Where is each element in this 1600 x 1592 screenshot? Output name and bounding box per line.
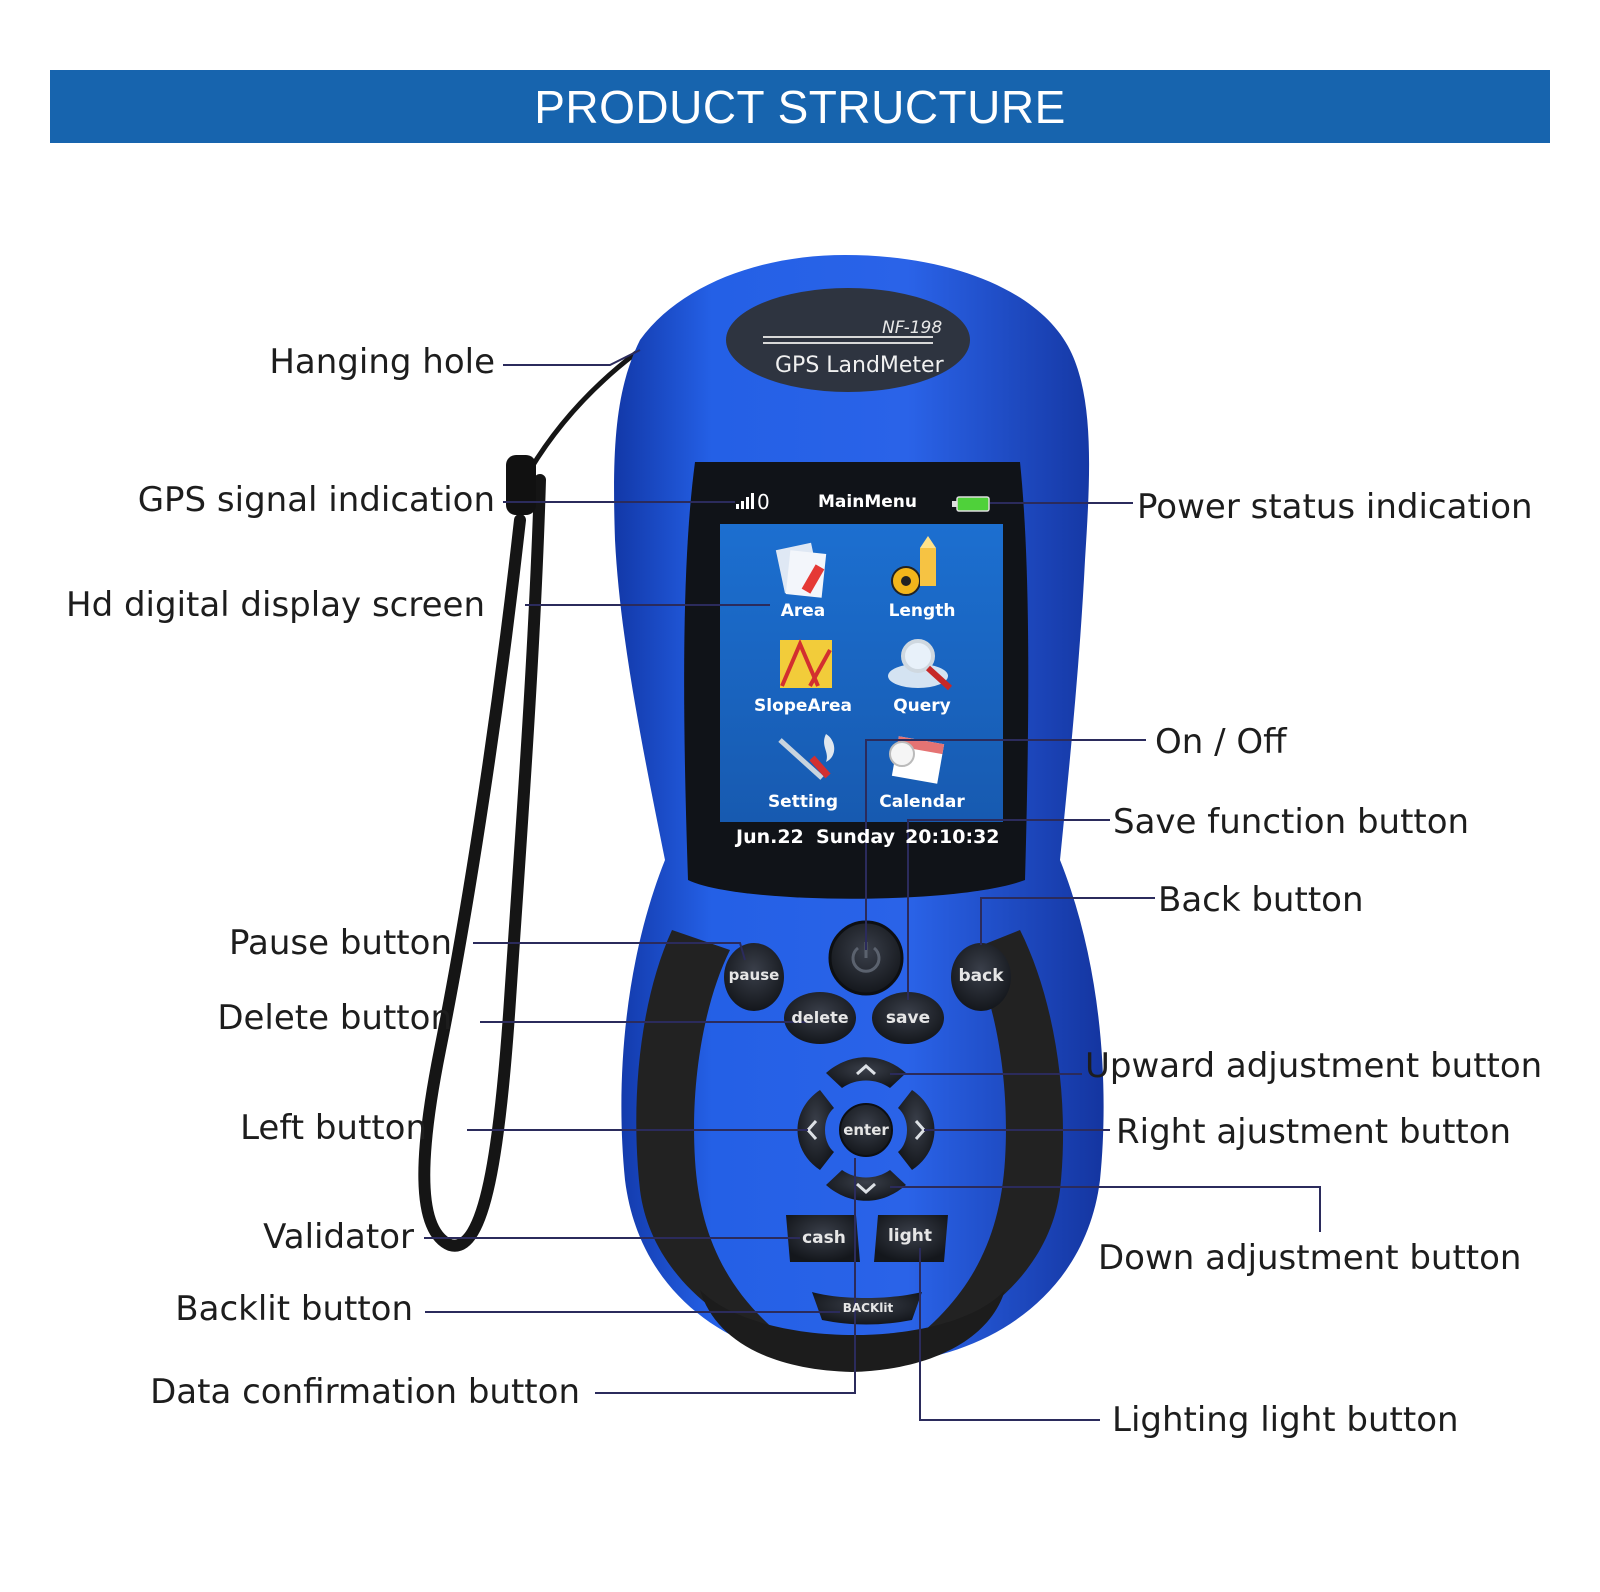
display-screen bbox=[720, 524, 1003, 822]
label-pause-button: Pause button bbox=[229, 923, 452, 963]
battery-icon bbox=[952, 496, 990, 512]
query-icon bbox=[888, 639, 953, 691]
right-button-shape bbox=[898, 1090, 935, 1170]
setting-icon bbox=[778, 734, 835, 780]
lanyard-clip bbox=[506, 455, 536, 515]
enter-button[interactable]: enter bbox=[843, 1121, 889, 1139]
back-button-shape bbox=[951, 943, 1011, 1011]
header-banner: PRODUCT STRUCTURE bbox=[50, 70, 1550, 143]
page-title: PRODUCT STRUCTURE bbox=[534, 80, 1066, 133]
pause-button[interactable]: pause bbox=[728, 966, 780, 984]
pause-button-shape bbox=[724, 943, 784, 1011]
save-button[interactable]: save bbox=[885, 1008, 931, 1028]
label-back-button: Back button bbox=[1158, 880, 1364, 920]
leader-back bbox=[980, 897, 1155, 945]
leader-down bbox=[890, 1186, 1321, 1232]
up-button-shape bbox=[826, 1057, 906, 1088]
label-right: Right ajustment button bbox=[1116, 1112, 1512, 1152]
label-down: Down adjustment button bbox=[1098, 1238, 1522, 1278]
leader-pause bbox=[473, 942, 746, 961]
menu-item-calendar[interactable]: Calendar bbox=[879, 792, 965, 812]
screen-day: Sunday bbox=[816, 826, 895, 848]
leader-lighting bbox=[919, 1248, 1100, 1421]
menu-item-slope-area[interactable]: SlopeArea bbox=[754, 696, 852, 716]
bottom-grip bbox=[700, 1290, 1005, 1372]
label-save-function: Save function button bbox=[1113, 802, 1470, 842]
backlit-button-shape bbox=[812, 1292, 922, 1325]
menu-item-length[interactable]: Length bbox=[888, 601, 956, 621]
menu-item-query[interactable]: Query bbox=[893, 696, 951, 716]
logo-plate bbox=[726, 288, 970, 392]
screen-date: Jun.22 bbox=[736, 826, 804, 848]
model-number: NF-198 bbox=[882, 318, 943, 338]
label-backlit-button: Backlit button bbox=[175, 1289, 413, 1329]
light-button[interactable]: light bbox=[887, 1226, 933, 1246]
area-icon bbox=[775, 542, 827, 598]
leader-hanging-hole bbox=[503, 349, 641, 366]
slope-area-icon bbox=[780, 638, 832, 688]
label-delete-button: Delete button bbox=[217, 998, 452, 1038]
leader-save bbox=[907, 819, 1110, 1000]
label-left-button: Left button bbox=[240, 1108, 427, 1148]
backlit-button[interactable]: BACKlit bbox=[842, 1301, 894, 1315]
down-button-shape bbox=[826, 1170, 906, 1201]
save-button-shape bbox=[872, 992, 944, 1044]
left-button-shape bbox=[797, 1090, 834, 1170]
light-button-shape bbox=[874, 1215, 948, 1262]
back-button[interactable]: back bbox=[958, 966, 1004, 986]
enter-button-shape bbox=[839, 1103, 893, 1157]
label-data-confirmation: Data confirmation button bbox=[150, 1372, 580, 1412]
length-icon bbox=[891, 536, 936, 596]
leader-data-confirmation bbox=[595, 1158, 856, 1394]
label-on-off: On / Off bbox=[1155, 722, 1287, 762]
cash-button[interactable]: cash bbox=[802, 1228, 846, 1248]
label-lighting: Lighting light button bbox=[1112, 1400, 1459, 1440]
screen-title: MainMenu bbox=[818, 492, 917, 512]
label-display-screen: Hd digital display screen bbox=[66, 585, 485, 625]
delete-button-shape bbox=[784, 992, 856, 1044]
label-power-status: Power status indication bbox=[1137, 487, 1533, 527]
leader-on-off bbox=[865, 739, 1146, 950]
screen-time: 20:10:32 bbox=[905, 826, 1000, 848]
label-validator: Validator bbox=[263, 1217, 414, 1257]
brand-name: GPS LandMeter bbox=[775, 353, 944, 378]
signal-value: 0 bbox=[757, 490, 770, 514]
delete-button[interactable]: delete bbox=[791, 1008, 849, 1027]
calendar-icon bbox=[889, 736, 945, 784]
cash-button-shape bbox=[786, 1215, 860, 1262]
lanyard bbox=[418, 347, 643, 1252]
menu-item-setting[interactable]: Setting bbox=[767, 792, 839, 812]
label-gps-signal: GPS signal indication bbox=[137, 480, 495, 520]
menu-item-area[interactable]: Area bbox=[780, 601, 826, 621]
left-grip bbox=[636, 930, 800, 1350]
label-upward: Upward adjustment button bbox=[1085, 1046, 1543, 1086]
label-hanging-hole: Hanging hole bbox=[269, 342, 495, 382]
gps-signal-icon bbox=[736, 493, 754, 509]
right-grip bbox=[900, 930, 1064, 1350]
callout-lines bbox=[424, 349, 1321, 1421]
